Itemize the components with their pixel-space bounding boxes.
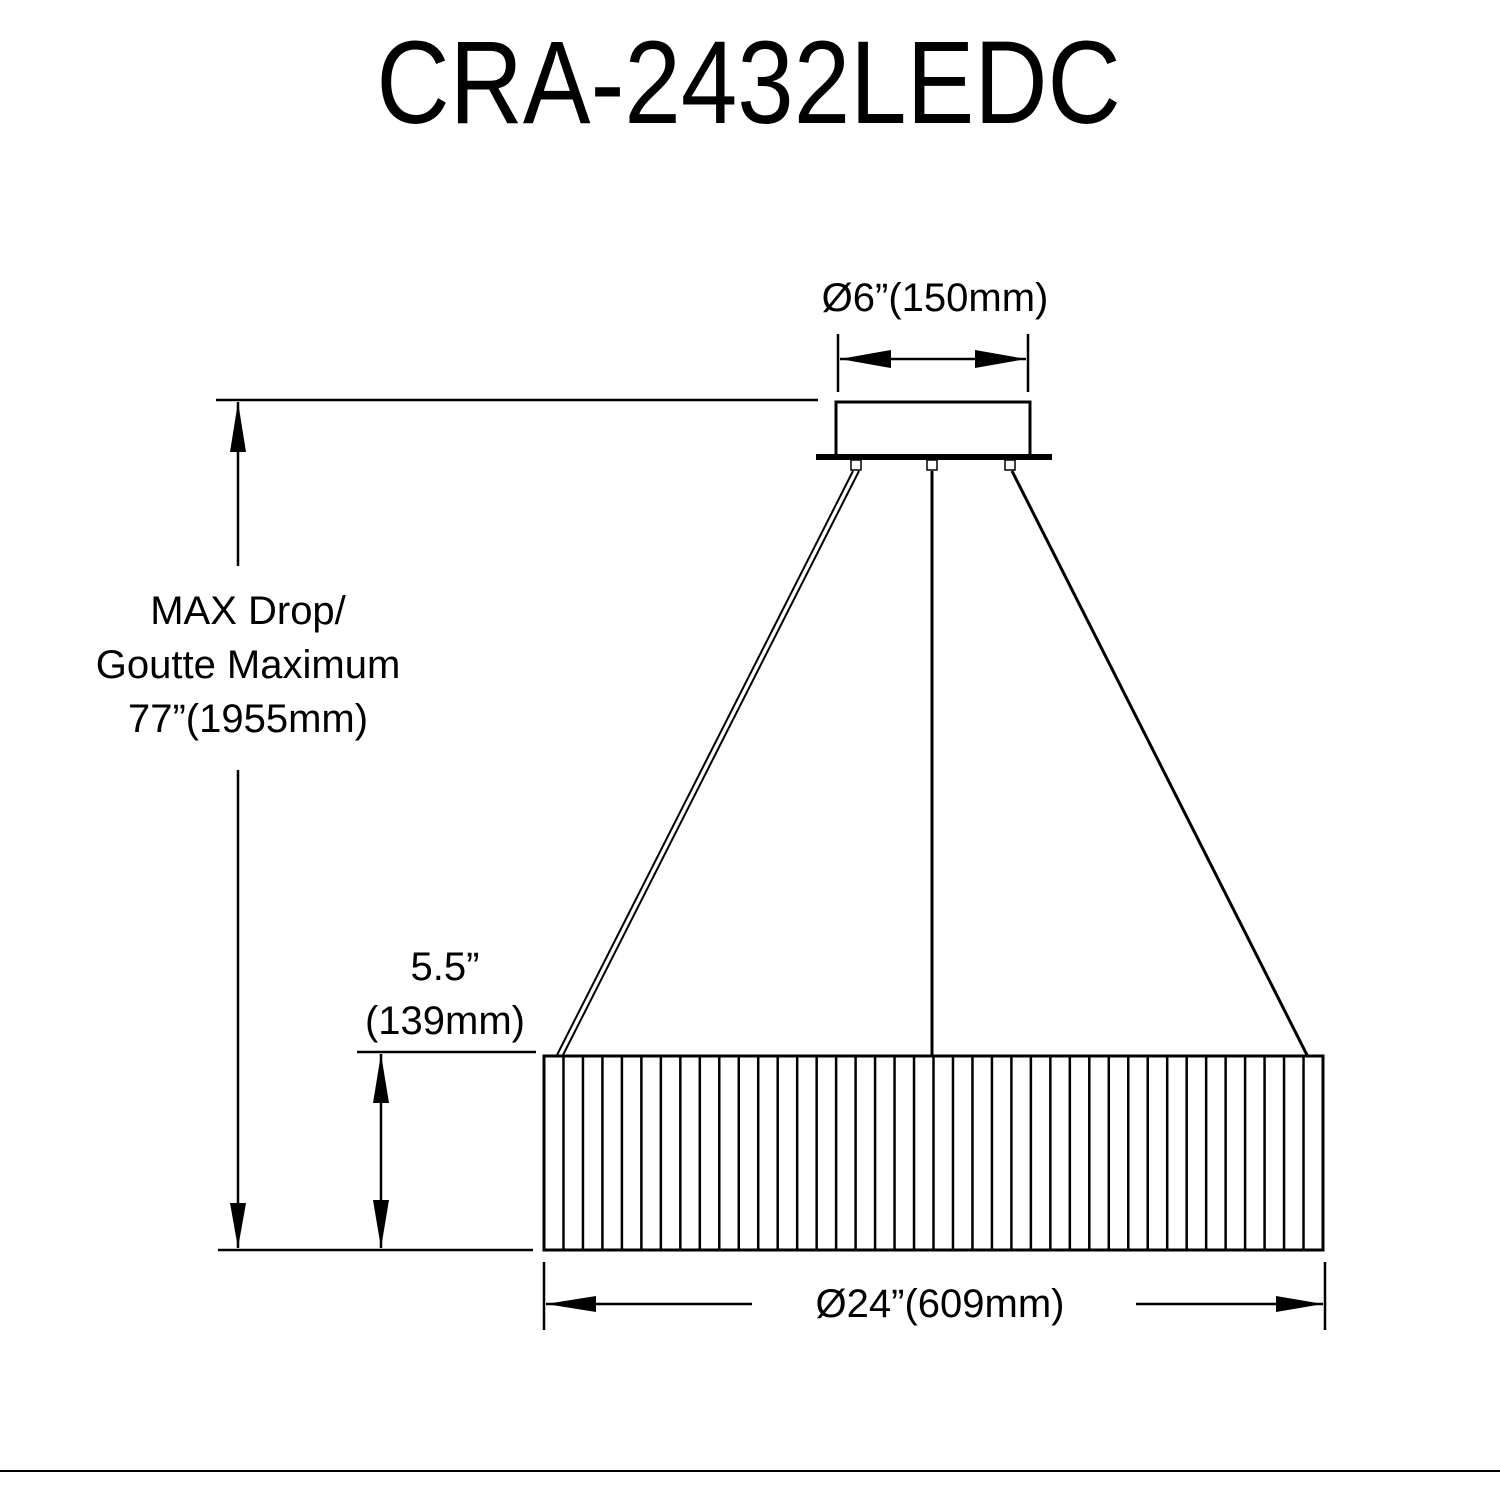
arrow-up-icon xyxy=(230,402,246,452)
fixture-diameter-label: Ø24”(609mm) xyxy=(815,1282,1065,1326)
canopy-dimension-lines xyxy=(836,334,1030,392)
canopy xyxy=(816,400,1052,471)
arrow-down-icon xyxy=(373,1200,389,1248)
fixture-height-line-2: (139mm) xyxy=(364,999,526,1043)
arrow-up-icon xyxy=(373,1054,389,1103)
model-title: CRA-2432LEDC xyxy=(376,17,1121,149)
arrow-left-icon xyxy=(546,1296,596,1312)
max-drop-line-2: Goutte Maximum xyxy=(95,643,401,687)
canopy-diameter-label: Ø6”(150mm) xyxy=(821,276,1049,320)
arrow-right-icon xyxy=(1276,1296,1323,1312)
max-drop-dimension-lines xyxy=(216,398,818,1252)
arrow-right-icon xyxy=(975,350,1026,368)
suspension-cables xyxy=(556,470,1309,1056)
arrow-left-icon xyxy=(840,350,891,368)
fixture-height-label: 5.5” (139mm) xyxy=(340,940,550,1048)
arrow-down-icon xyxy=(230,1203,246,1248)
max-drop-line-3: 77”(1955mm) xyxy=(127,697,369,741)
fixture-diameter-dimension-lines xyxy=(542,1262,1327,1330)
led-ring xyxy=(542,1054,1325,1252)
max-drop-label: MAX Drop/ Goutte Maximum 77”(1955mm) xyxy=(48,584,448,746)
fixture-height-dimension-lines xyxy=(357,1050,536,1248)
fixture-height-line-1: 5.5” xyxy=(410,945,480,989)
max-drop-line-1: MAX Drop/ xyxy=(150,589,346,633)
